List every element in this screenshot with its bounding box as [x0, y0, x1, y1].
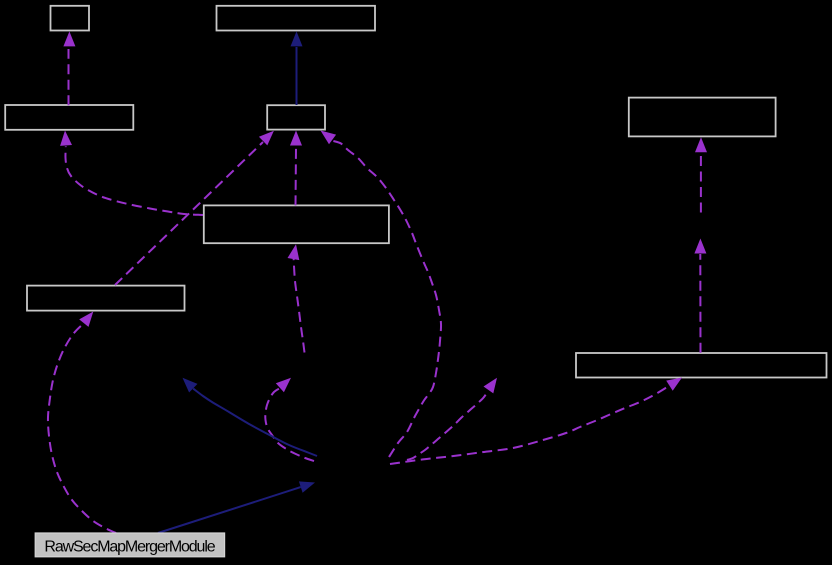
svg-text:RawSecMapMergerModule: RawSecMapMergerModule [44, 539, 215, 556]
